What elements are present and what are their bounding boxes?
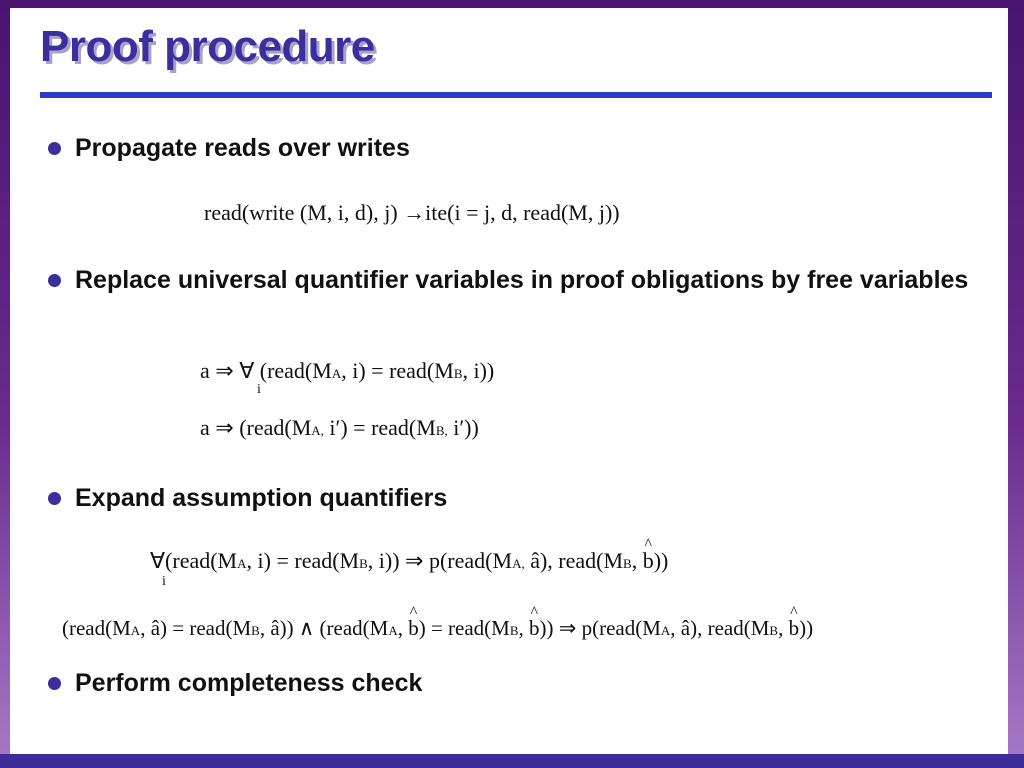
slide-title: Proof procedure (40, 22, 375, 71)
formula-expanded: (read(MA, â) = read(MB, â)) ∧ (read(MA, … (62, 604, 814, 640)
formula-free-variables: a ⇒ (read(MA, i′) = read(MB, i′)) (200, 415, 479, 440)
title-underline (40, 92, 992, 98)
bullet-dot-icon (48, 492, 61, 505)
slide: Proof procedure Propagate reads over wri… (10, 8, 1008, 754)
formula-read-write: read(write (M, i, d), j) →ite(i = j, d, … (204, 200, 620, 225)
bullet-text: Perform completeness check (75, 669, 423, 697)
bullet-dot-icon (48, 142, 61, 155)
bullet-text: Expand assumption quantifiers (75, 484, 448, 512)
quantifier-subscript: i (162, 574, 166, 589)
formula-assumption: ∀(read(MA, i) = read(MB, i)) ⇒ p(read(MA… (150, 536, 669, 589)
bullet-text: Propagate reads over writes (75, 134, 410, 162)
bullet-text: Replace universal quantifier variables i… (75, 266, 969, 294)
quantifier-subscript: i (257, 382, 261, 397)
bottom-band (0, 754, 1024, 768)
bullet-dot-icon (48, 677, 61, 690)
bullet-dot-icon (48, 274, 61, 287)
formula-quantified: a ⇒ ∀ (read(MA, i) = read(MB, i)) i (200, 358, 495, 397)
